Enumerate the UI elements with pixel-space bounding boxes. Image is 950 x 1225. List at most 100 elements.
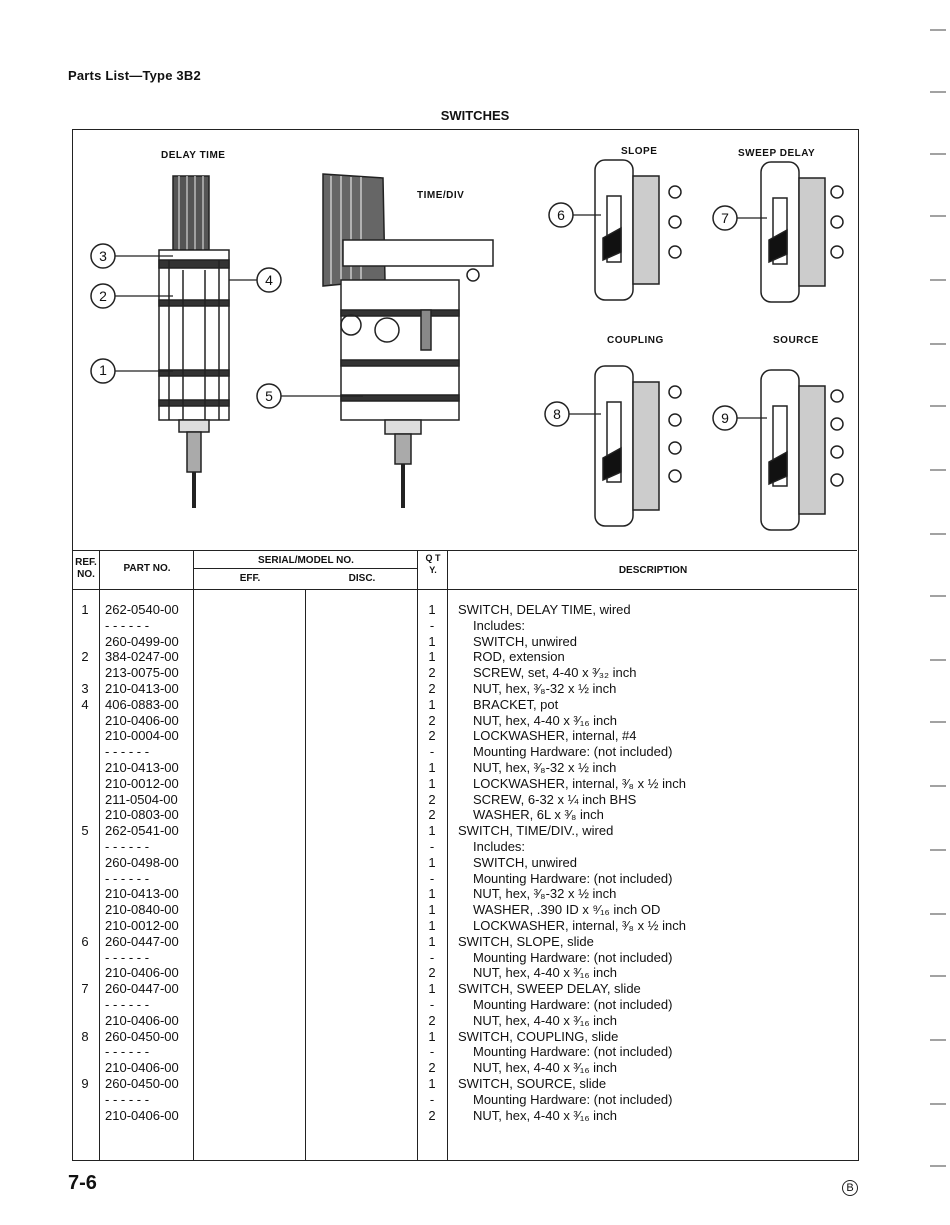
ref-no: 2 — [81, 649, 89, 665]
header-serial-model: SERIAL/MODEL NO. — [258, 555, 354, 566]
margin-ticks — [930, 29, 946, 1167]
header-part-no: PART NO. — [123, 563, 171, 574]
description: NUT, hex, 4-40 x ³⁄₁₆ inch — [473, 1107, 618, 1123]
part-no: 210-0413-00 — [105, 760, 179, 775]
description: Includes: — [473, 839, 526, 854]
quantity: 2 — [428, 791, 436, 807]
part-no: 260-0450-00 — [105, 1076, 179, 1091]
callout-1: 1 — [99, 362, 107, 378]
callout-3: 3 — [99, 248, 107, 264]
part-no: 384-0247-00 — [105, 649, 179, 665]
ref-no: 8 — [81, 1028, 89, 1044]
part-no: - - - - - - — [105, 997, 150, 1012]
description: SCREW, set, 4-40 x ³⁄₃₂ inch — [473, 665, 637, 681]
ref-no: 9 — [81, 1076, 89, 1091]
table-row: - - - - - --Mounting Hardware: (not incl… — [73, 1044, 857, 1060]
ref-no: 5 — [81, 823, 89, 839]
quantity: 2 — [428, 712, 436, 728]
table-row: - - - - - --Mounting Hardware: (not incl… — [73, 744, 857, 760]
part-no: 210-0012-00 — [105, 918, 179, 933]
section-title: SWITCHES — [440, 108, 510, 123]
part-no: 260-0447-00 — [105, 981, 179, 997]
part-no: 406-0883-00 — [105, 696, 179, 712]
part-no: 210-0406-00 — [105, 1107, 179, 1123]
quantity: 2 — [428, 681, 436, 696]
quantity: - — [429, 839, 435, 854]
part-no: - - - - - - — [105, 1091, 150, 1107]
quantity: 2 — [428, 1107, 436, 1123]
quantity: 1 — [428, 1028, 436, 1044]
quantity: 2 — [428, 665, 436, 681]
part-no: 210-0406-00 — [105, 1060, 179, 1076]
delay-time-switch-drawing — [158, 175, 230, 508]
quantity: 2 — [428, 807, 436, 823]
part-no: 211-0504-00 — [105, 791, 178, 807]
table-row: - - - - - --Mounting Hardware: (not incl… — [73, 871, 857, 887]
label-sweep-delay: SWEEP DELAY — [738, 148, 816, 159]
description: NUT, hex, ³⁄₈-32 x ½ inch — [473, 886, 617, 902]
switches-illustration: DELAY TIME TIME/DIV SLOPE SWEEP DELAY CO… — [73, 130, 857, 550]
quantity: 1 — [428, 602, 436, 617]
quantity: 1 — [428, 933, 436, 949]
description: Includes: — [473, 617, 526, 633]
quantity: 1 — [428, 775, 436, 791]
part-no: 262-0541-00 — [105, 823, 179, 839]
description: SWITCH, COUPLING, slide — [458, 1028, 619, 1044]
part-no: 260-0498-00 — [105, 854, 179, 870]
part-no: 260-0499-00 — [105, 633, 179, 649]
time-div-switch-drawing — [322, 173, 494, 508]
part-no: - - - - - - — [105, 839, 150, 854]
sweep-delay-switch-drawing — [760, 161, 844, 303]
description: SWITCH, TIME/DIV., wired — [458, 823, 614, 839]
quantity: 1 — [428, 696, 436, 712]
parts-frame: DELAY TIME TIME/DIV SLOPE SWEEP DELAY CO… — [72, 129, 859, 1161]
part-no: - - - - - - — [105, 949, 150, 965]
ref-no: 6 — [81, 933, 89, 949]
label-delay-time: DELAY TIME — [161, 150, 226, 161]
description: BRACKET, pot — [473, 696, 559, 712]
ref-no: 3 — [81, 681, 89, 696]
header-description: DESCRIPTION — [618, 565, 688, 576]
quantity: 1 — [428, 918, 436, 933]
description: SWITCH, SWEEP DELAY, slide — [458, 981, 641, 997]
callout-2: 2 — [99, 288, 107, 304]
label-time-div: TIME/DIV — [417, 190, 465, 201]
description: Mounting Hardware: (not included) — [473, 744, 673, 760]
quantity: - — [429, 870, 435, 886]
ref-no: 7 — [81, 981, 89, 997]
description: SWITCH, SLOPE, slide — [458, 933, 594, 949]
part-no: 210-0406-00 — [105, 965, 179, 981]
description: SWITCH, DELAY TIME, wired — [458, 602, 631, 617]
header-qty: Q T Y. — [425, 553, 441, 575]
description: NUT, hex, ³⁄₈-32 x ½ inch — [473, 760, 617, 775]
switch-drawings: 1 2 3 4 5 6 7 8 9 — [90, 159, 844, 531]
table-row: - - - - - --Mounting Hardware: (not incl… — [73, 1092, 857, 1108]
page-number: 7-6 — [68, 1172, 97, 1194]
part-no: 210-0413-00 — [105, 681, 179, 696]
quantity: 1 — [428, 633, 436, 649]
callout-8: 8 — [553, 406, 561, 422]
part-no: - - - - - - — [105, 1044, 150, 1060]
table-row: 210-0406-00 2 NUT, hex, 4-40 x ³⁄₁₆ inch — [73, 1108, 857, 1124]
description: NUT, hex, 4-40 x ³⁄₁₆ inch — [473, 1012, 618, 1028]
description: Mounting Hardware: (not included) — [473, 997, 673, 1012]
part-no: 210-0413-00 — [105, 886, 179, 902]
quantity: - — [429, 997, 435, 1012]
quantity: 1 — [428, 902, 436, 918]
